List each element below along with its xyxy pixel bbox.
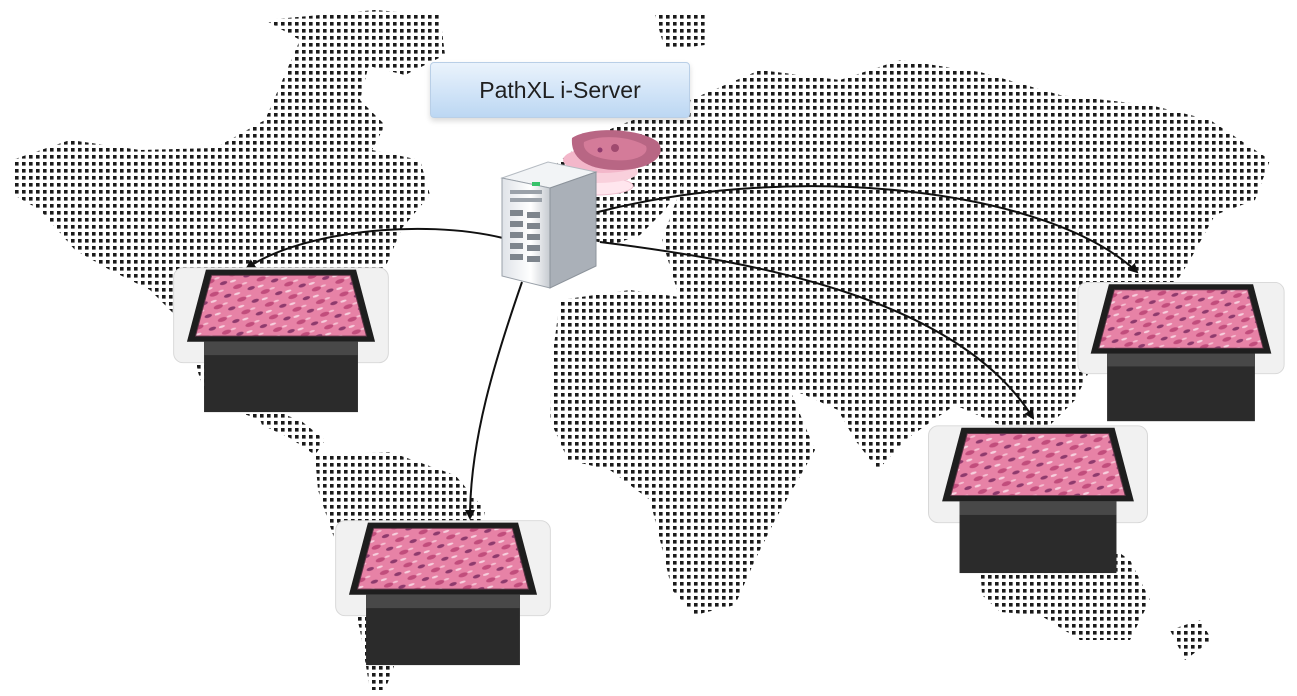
viewer-americas-north — [173, 267, 389, 413]
arrow-to-south-asia — [599, 241, 1035, 420]
viewer-south-asia — [928, 425, 1148, 574]
server-tower-icon — [500, 161, 598, 289]
arrow-to-americas-south — [465, 281, 523, 520]
server-label: PathXL i-Server — [430, 62, 690, 118]
viewer-americas-south — [335, 520, 551, 666]
arrow-to-americas-north — [245, 227, 504, 270]
arrow-to-east-asia — [597, 185, 1139, 274]
viewer-east-asia — [1077, 281, 1285, 422]
server-label-text: PathXL i-Server — [479, 76, 641, 103]
connection-arrows — [245, 185, 1139, 520]
